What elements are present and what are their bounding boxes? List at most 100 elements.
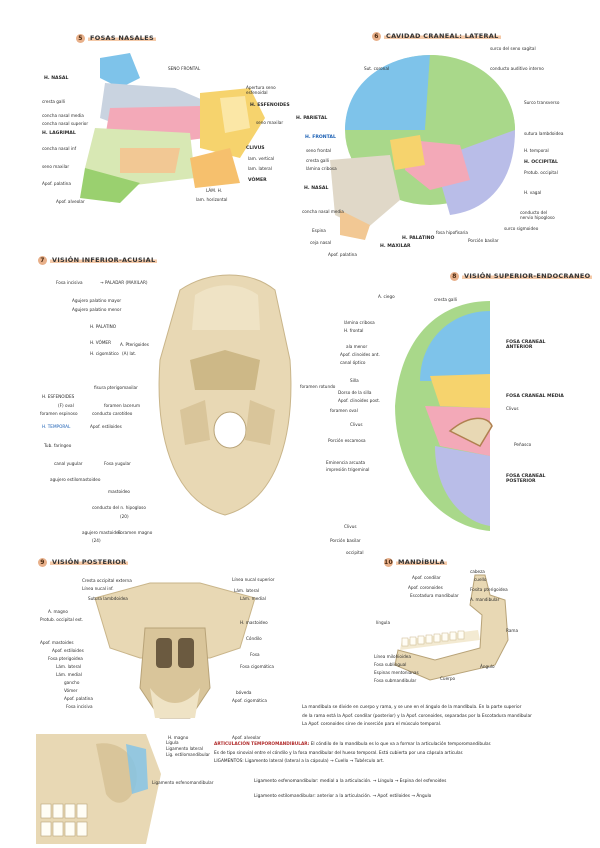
label-agujero-estilomastoideo: agujero estilomastoideo xyxy=(50,477,101,482)
atm-text-3: LIGAMENTOS: Ligamento lateral (lateral a… xyxy=(214,759,385,764)
label-fisura-pterigo: fisura pterigomaxilar xyxy=(94,385,138,390)
label-surco-transverso: Surco transverso xyxy=(524,100,560,105)
label-condilo-post: Cóndilo xyxy=(246,636,262,641)
label-cabeza: cabeza xyxy=(470,569,485,574)
label-lingula: língula xyxy=(376,620,391,625)
label-linea-nucal-sup: Línea nucal superior xyxy=(232,577,275,582)
label-h-vomer-post: Vómer xyxy=(64,688,78,693)
lig-estilo: Ligamento estilomandibular: anterior a l… xyxy=(254,793,432,799)
label-fosa-sublingual: Fosa sublingual xyxy=(374,662,407,667)
label-apof-condilar: Apof. condilar xyxy=(412,575,441,580)
label-h-frontal-sup: H. frontal xyxy=(344,328,364,333)
label-espina-lat: Espina xyxy=(312,228,326,233)
label-seno-frontal: SENO FRONTAL xyxy=(168,66,201,71)
label-foramen-rotundo: foramen rotundo xyxy=(300,384,336,389)
vision-inferior-illustration xyxy=(158,274,292,516)
cavidad-craneal-illustration xyxy=(330,55,515,240)
label-apof-coronoides: Apof. coronoides xyxy=(408,585,443,590)
note-line: de la rama está la Apof. condilar (poste… xyxy=(302,713,532,719)
heading-text: VISIÓN INFERIOR-ACUSIAL xyxy=(50,256,158,264)
label-apof-alveolar-post: Apof. alveolar xyxy=(232,735,261,740)
label-lam-horizontal: lam. horizontal xyxy=(196,197,228,202)
label-agujero-palatino-mayor: Agujero palatino mayor xyxy=(72,298,122,303)
label-a-ciego: A. ciego xyxy=(378,294,395,299)
label-agujero-palatino-menor: Agujero palatino menor xyxy=(72,307,122,312)
label-conducto-carotideo: conducto carotídeo xyxy=(92,411,133,416)
label-h-vomer-inf: H. VÓMER xyxy=(90,340,111,345)
label-h-magno-post: A. magno xyxy=(48,609,68,614)
label-seno-maxilar-2: seno maxilar xyxy=(256,120,284,125)
label-esp-mentonianas: Espinas mentonianas xyxy=(374,670,419,675)
label-fosa-yugular: Fosa yugular xyxy=(104,461,131,466)
label-fosa-hipof: fosa hipofisaria xyxy=(436,230,468,235)
atm-title: ARTICULACIÓN TEMPOROMANDIBULAR: xyxy=(214,742,310,747)
label-h-vagal: H. vagal xyxy=(524,190,542,195)
label-fosa-submandibular: Fosa submandibular xyxy=(374,678,417,683)
label-prot-ext: (20) xyxy=(120,514,129,519)
mandibula-illustration xyxy=(394,574,509,681)
label-fosa-cigomatica: Fosa cigomática xyxy=(240,664,274,669)
heading-text: FOSAS NASALES xyxy=(88,34,156,42)
label-escotadura: Escotadura mandibular xyxy=(410,593,459,598)
label-fosa-media: FOSA CRANEAL MEDIA xyxy=(506,394,564,399)
label-sutura-lamb-lat: sutura lambdoidea xyxy=(524,131,564,136)
heading-text: VISIÓN SUPERIOR-ENDOCRANEO xyxy=(462,272,593,280)
atm-notes: ARTICULACIÓN TEMPOROMANDIBULAR: El cóndi… xyxy=(214,741,594,767)
atm-title-line: ARTICULACIÓN TEMPOROMANDIBULAR: El cóndi… xyxy=(214,741,594,750)
label-ala-menor: ala menor xyxy=(346,344,368,349)
label-foramen-oval-sup: foramen oval xyxy=(330,408,358,413)
label-protub-lat: Protub. occipital xyxy=(524,170,558,175)
label-h-palatino-lat: H. PALATINO xyxy=(402,236,435,241)
label-prot-int: (24) xyxy=(92,538,101,543)
label-h-occipital-lat: H. OCCIPITAL xyxy=(524,160,558,165)
note-line: La Apof. coronoides sirve de inserción p… xyxy=(302,722,442,727)
label-apof-estiloides-post: Apof. estiloides xyxy=(52,648,84,653)
label-h-frontal: H. FRONTAL xyxy=(305,135,336,140)
label-cresta-galli-sup: cresta galli xyxy=(434,297,457,302)
atm-text-2: Es de tipo sinovial entre el cóndilo y l… xyxy=(214,750,464,756)
label-h-magno-2: H. magno xyxy=(168,735,189,740)
label-fosa-post: Fosa xyxy=(250,652,260,657)
label-agujero-mastoideo: agujero mastoideo xyxy=(82,530,122,535)
label-seno-maxilar: seno maxilar xyxy=(42,164,70,169)
label-lam-h: LÁM. H. xyxy=(206,188,222,193)
label-sut-coronal: Sut. coronal xyxy=(364,66,390,71)
label-fosa-ant: FOSA CRANEAL ANTERIOR xyxy=(506,340,546,350)
label-atm-1: Lígula xyxy=(166,740,179,745)
label-conducto-nervio: conducto del nervio hipogloso xyxy=(520,210,555,220)
label-h-maxilar-lat: H. MAXILAR xyxy=(380,244,411,249)
label-cresta-galli: cresta galli xyxy=(42,99,65,104)
label-lamina-cribosa-sup: lámina cribosa xyxy=(344,320,375,325)
label-rama: Rama xyxy=(506,628,519,633)
label-lam-medial-post: Lám. medial xyxy=(56,672,82,677)
label-surco-sigmoideo: surco sigmoideo xyxy=(504,226,539,231)
atm-text-1: El cóndilo de la mandíbula es lo que va … xyxy=(310,742,492,747)
heading-text: CAVIDAD CRANEAL: LATERAL xyxy=(384,32,501,40)
label-penasco: Peñasco xyxy=(514,442,532,447)
label-h-temporal-inf: H. TEMPORAL xyxy=(42,424,71,429)
label-foramen-lacerum-inf: foramen lacerum xyxy=(104,403,141,408)
label-clivus2: Clivus xyxy=(344,524,357,529)
label-apof-mastoides-post: Apof. mastoides xyxy=(40,640,74,645)
label-lam-medial-2: Lám. medial xyxy=(240,596,266,601)
label-apof-alveolar: Apof. alveolar xyxy=(56,199,85,204)
label-h-nasal-lat: H. NASAL xyxy=(304,186,329,191)
label-prot-occ-ext: Protub. occipital ext. xyxy=(40,617,84,622)
label-clivus: CLIVUS xyxy=(246,146,265,151)
label-concha-media: concha nasal media xyxy=(42,113,84,118)
label-sutura-lamb-post: Sutura lambdoidea xyxy=(88,596,128,601)
label-apertura: Apertura seno esfenoidal xyxy=(246,85,276,95)
label-concha-media-lat: concha nasal media xyxy=(302,209,344,214)
fosas-nasales-illustration xyxy=(80,53,265,203)
label-canal-optico: canal óptico xyxy=(340,360,366,365)
label-dorso-silla: Dorso de la silla xyxy=(338,390,372,395)
label-apof-clinoides-ant: Apof. clinoides ant. xyxy=(340,352,380,357)
label-apof-basilar-lat: Porción basilar xyxy=(468,238,499,243)
label-h-mastoideo-post: H. mastoideo xyxy=(240,620,268,625)
label-occipital-sup: occipital xyxy=(346,550,364,555)
label-atm-3: Lig. estilomandibular xyxy=(166,752,210,757)
